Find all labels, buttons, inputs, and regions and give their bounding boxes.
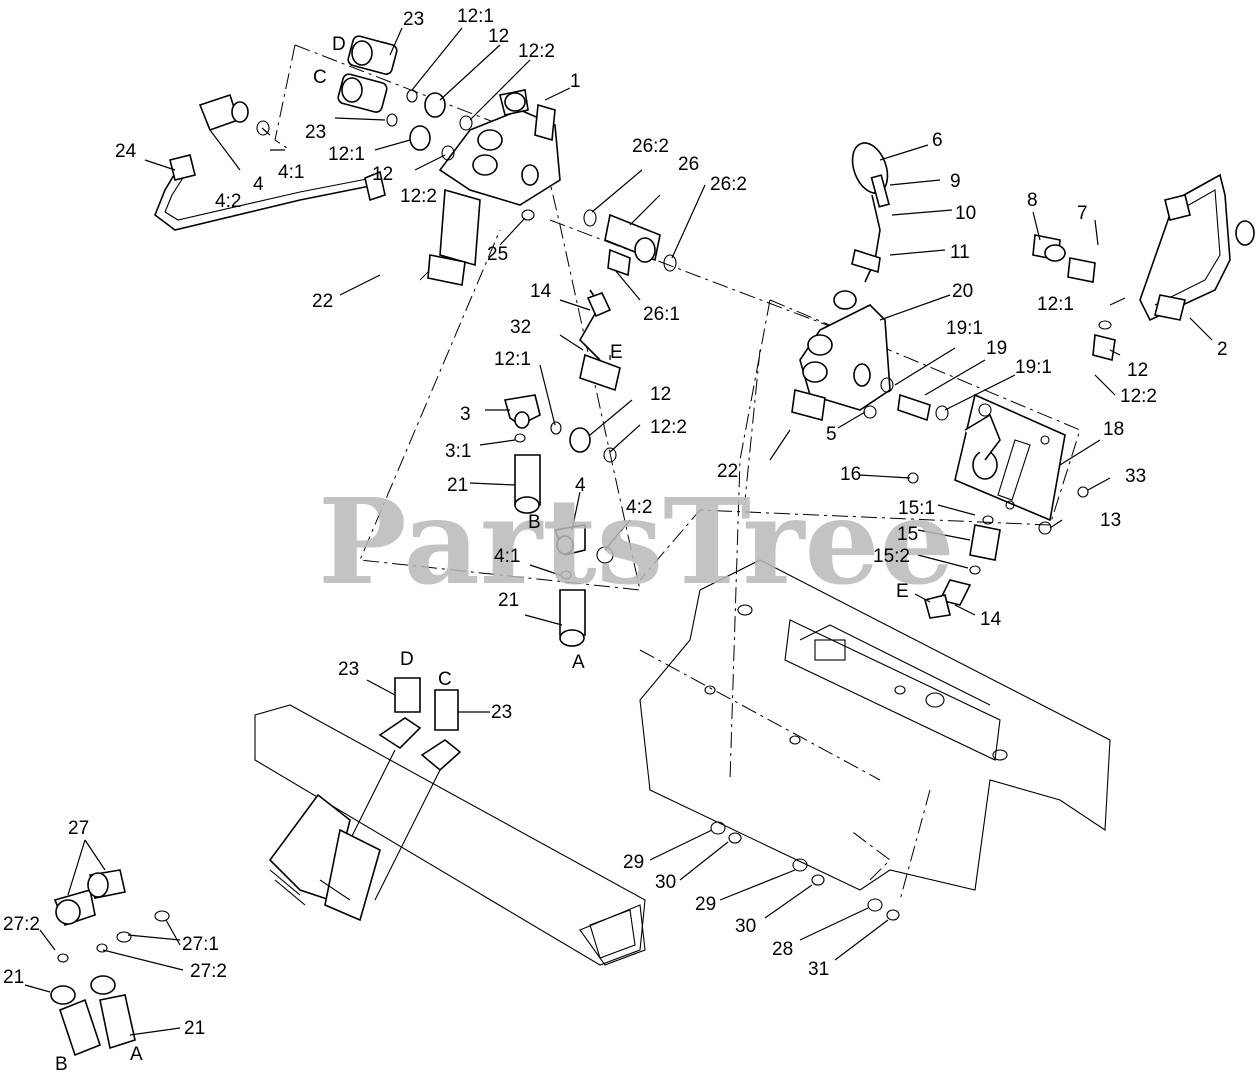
callout-label: 29 xyxy=(695,894,716,915)
tube-2 xyxy=(1032,173,1255,362)
callout-label: 19 xyxy=(986,338,1007,359)
callout-label: E xyxy=(610,342,623,363)
callout-label: 21 xyxy=(3,967,24,988)
callout-label: E xyxy=(896,581,909,602)
callout-label: 10 xyxy=(955,203,976,224)
callout-label: 14 xyxy=(980,609,1002,630)
fittings-lower-left xyxy=(50,869,170,1057)
fittings-right xyxy=(924,515,1001,619)
callout-label: 15 xyxy=(897,524,918,545)
callout-label: 2 xyxy=(1217,339,1228,360)
hoses-lower-center xyxy=(268,677,462,922)
callout-label: 27 xyxy=(68,818,89,839)
callout-label: 30 xyxy=(735,916,756,937)
callout-label: 33 xyxy=(1125,466,1146,487)
callout-label: 24 xyxy=(115,141,137,162)
plate-18 xyxy=(907,393,1089,535)
callout-label: 32 xyxy=(510,317,531,338)
callout-label: 19:1 xyxy=(1015,357,1052,378)
callout-label: 27:2 xyxy=(190,961,227,982)
hardware-lower xyxy=(710,821,900,921)
callout-label: 12:2 xyxy=(1120,386,1157,407)
callout-label: 12 xyxy=(488,26,509,47)
callout-label: C xyxy=(313,67,327,88)
callout-label: 12:2 xyxy=(400,186,437,207)
callout-label: 26:2 xyxy=(710,174,747,195)
callout-label: 28 xyxy=(772,939,793,960)
fittings-upper-left xyxy=(337,35,535,221)
callout-label: 15:1 xyxy=(898,498,935,519)
callout-label: 16 xyxy=(840,464,861,485)
callout-label: 12:2 xyxy=(650,417,687,438)
control-valve-right xyxy=(791,142,949,422)
callout-label: A xyxy=(572,652,585,673)
callout-label: 26:2 xyxy=(632,136,669,157)
tube-24 xyxy=(154,93,386,231)
watermark: PartsTree xyxy=(318,472,955,611)
leader-lines xyxy=(24,27,1213,1036)
callout-label: 13 xyxy=(1100,510,1121,531)
callout-label: B xyxy=(528,512,541,533)
callout-labels: 23 12:1 12 12:2 1 D C 23 12:1 12 12:2 24… xyxy=(3,6,1228,1075)
callout-label: 26 xyxy=(678,154,699,175)
chassis-frame xyxy=(254,559,1111,966)
callout-label: 4 xyxy=(253,174,264,195)
callout-label: 1 xyxy=(570,71,581,92)
callout-label: 7 xyxy=(1077,203,1088,224)
callout-label: 23 xyxy=(338,659,359,680)
callout-label: B xyxy=(55,1054,68,1075)
callout-label: 3 xyxy=(460,404,471,425)
callout-label: 12:2 xyxy=(518,41,555,62)
callout-label: 23 xyxy=(491,702,512,723)
callout-label: 12 xyxy=(372,164,393,185)
callout-label: 4 xyxy=(575,475,586,496)
callout-label: 20 xyxy=(952,281,973,302)
callout-label: 4:2 xyxy=(626,497,652,518)
callout-label: 23 xyxy=(403,9,424,30)
callout-label: 3:1 xyxy=(445,441,471,462)
callout-label: 19:1 xyxy=(946,318,983,339)
callout-label: 27:1 xyxy=(182,934,219,955)
callout-label: 21 xyxy=(184,1018,205,1039)
callout-label: 9 xyxy=(950,171,961,192)
callout-label: 22 xyxy=(312,291,333,312)
callout-label: 12:1 xyxy=(1037,294,1074,315)
callout-label: 12 xyxy=(650,384,671,405)
callout-label: D xyxy=(400,649,414,670)
tee-fitting-26 xyxy=(579,209,677,392)
callout-label: 18 xyxy=(1103,419,1124,440)
callout-label: 4:1 xyxy=(494,546,520,567)
callout-label: 12:1 xyxy=(494,349,531,370)
callout-label: 25 xyxy=(487,244,508,265)
callout-label: 12:1 xyxy=(328,144,365,165)
callout-label: 12:1 xyxy=(457,6,494,27)
callout-label: 11 xyxy=(950,242,970,263)
callout-label: 21 xyxy=(447,475,468,496)
callout-label: 31 xyxy=(808,959,829,980)
fittings-mid-left xyxy=(503,394,617,647)
callout-label: 26:1 xyxy=(643,304,680,325)
callout-label: 30 xyxy=(655,872,676,893)
callout-label: 4:2 xyxy=(215,191,241,212)
callout-label: 21 xyxy=(498,590,519,611)
callout-label: 23 xyxy=(305,122,326,143)
callout-label: D xyxy=(332,34,346,55)
callout-label: 22 xyxy=(717,461,738,482)
callout-label: 15:2 xyxy=(873,546,910,567)
callout-label: 27:2 xyxy=(3,914,40,935)
callout-label: A xyxy=(130,1044,143,1065)
callout-label: 14 xyxy=(530,281,552,302)
callout-label: C xyxy=(438,669,452,690)
callout-label: 12 xyxy=(1127,360,1148,381)
control-valve-left xyxy=(427,89,561,286)
callout-label: 8 xyxy=(1027,190,1038,211)
callout-label: 5 xyxy=(826,424,837,445)
callout-label: 6 xyxy=(932,130,943,151)
callout-label: 4:1 xyxy=(278,162,304,183)
callout-label: 29 xyxy=(623,852,644,873)
